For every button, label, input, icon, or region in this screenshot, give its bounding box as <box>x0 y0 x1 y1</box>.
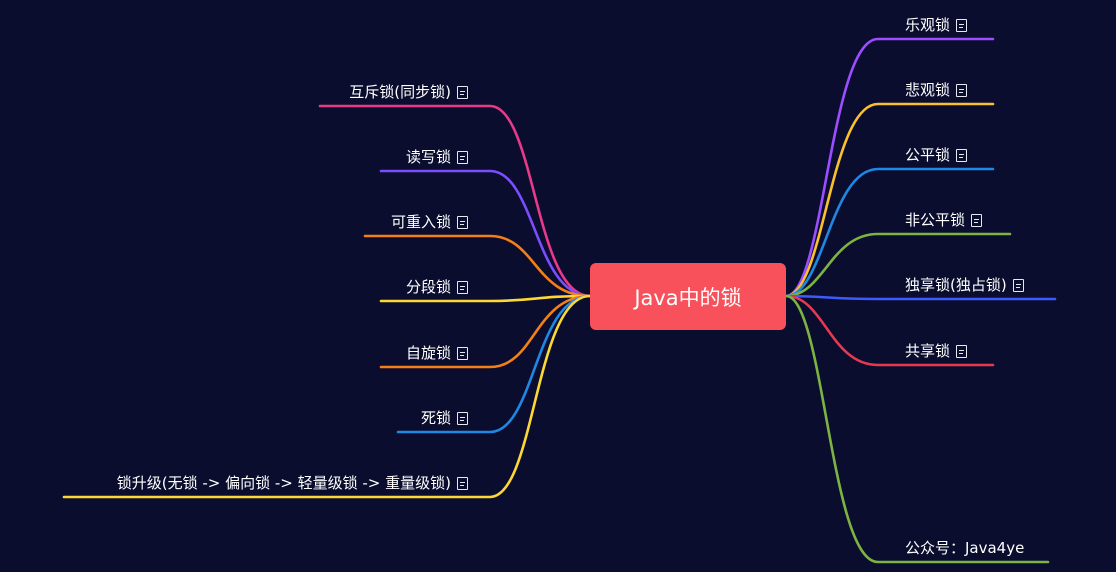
node-label: 自旋锁 <box>405 344 451 362</box>
right-branch-3-node[interactable]: 公平锁 <box>905 144 968 166</box>
left-branch-7-node[interactable]: 锁升级(无锁 -> 偏向锁 -> 轻量级锁 -> 重量级锁) <box>117 472 468 494</box>
note-icon[interactable] <box>457 411 468 425</box>
right-branch-2-node[interactable]: 悲观锁 <box>905 79 968 101</box>
right-branch-7-node[interactable]: 公众号：Java4ye <box>905 537 1024 559</box>
note-icon[interactable] <box>457 280 468 294</box>
right-branch-4-connector <box>784 232 1012 298</box>
note-icon[interactable] <box>956 83 968 97</box>
node-label: 可重入锁 <box>390 213 451 231</box>
left-branch-3-node[interactable]: 可重入锁 <box>391 211 468 233</box>
left-branch-3-connector <box>363 234 592 298</box>
right-branch-1-connector <box>784 37 995 298</box>
left-branch-1-connector <box>318 104 592 298</box>
root-node[interactable]: Java中的锁 <box>590 263 786 330</box>
right-branch-4-node[interactable]: 非公平锁 <box>905 209 983 231</box>
node-label: 悲观锁 <box>905 81 951 99</box>
note-icon[interactable] <box>956 18 968 32</box>
left-branch-6-node[interactable]: 死锁 <box>421 407 468 429</box>
note-icon[interactable] <box>457 150 468 164</box>
node-label: 死锁 <box>420 409 451 427</box>
left-branch-1-node[interactable]: 互斥锁(同步锁) <box>349 81 468 103</box>
node-label: 非公平锁 <box>905 211 966 229</box>
left-branch-6-connector <box>396 294 592 434</box>
note-icon[interactable] <box>457 215 468 229</box>
node-label: 分段锁 <box>405 278 451 296</box>
note-icon[interactable] <box>457 346 468 360</box>
note-icon[interactable] <box>457 85 468 99</box>
note-icon[interactable] <box>956 148 968 162</box>
right-branch-6-connector <box>784 294 995 367</box>
left-branch-2-connector <box>379 169 592 298</box>
left-branch-5-connector <box>379 294 592 369</box>
node-label: 乐观锁 <box>905 16 951 34</box>
right-branch-7-connector <box>784 294 1050 564</box>
left-branch-2-node[interactable]: 读写锁 <box>406 146 468 168</box>
right-branch-5-connector <box>784 294 1057 301</box>
note-icon[interactable] <box>956 344 968 358</box>
node-label: 公众号：Java4ye <box>905 539 1025 557</box>
node-label: 读写锁 <box>405 148 451 166</box>
right-branch-2-connector <box>784 102 995 298</box>
node-label: 锁升级(无锁 -> 偏向锁 -> 轻量级锁 -> 重量级锁) <box>116 474 451 492</box>
node-label: 独享锁(独占锁) <box>905 276 1007 294</box>
right-branch-3-connector <box>784 167 995 298</box>
node-label: 共享锁 <box>905 342 951 360</box>
node-label: 公平锁 <box>905 146 951 164</box>
left-branch-4-connector <box>379 294 592 303</box>
note-icon[interactable] <box>1012 278 1024 292</box>
left-branch-7-connector <box>62 294 592 499</box>
right-branch-6-node[interactable]: 共享锁 <box>905 340 968 362</box>
note-icon[interactable] <box>457 476 468 490</box>
note-icon[interactable] <box>971 213 983 227</box>
left-branch-5-node[interactable]: 自旋锁 <box>406 342 468 364</box>
node-label: 互斥锁(同步锁) <box>349 83 451 101</box>
left-branch-4-node[interactable]: 分段锁 <box>406 276 468 298</box>
right-branch-1-node[interactable]: 乐观锁 <box>905 14 968 36</box>
right-branch-5-node[interactable]: 独享锁(独占锁) <box>905 274 1024 296</box>
